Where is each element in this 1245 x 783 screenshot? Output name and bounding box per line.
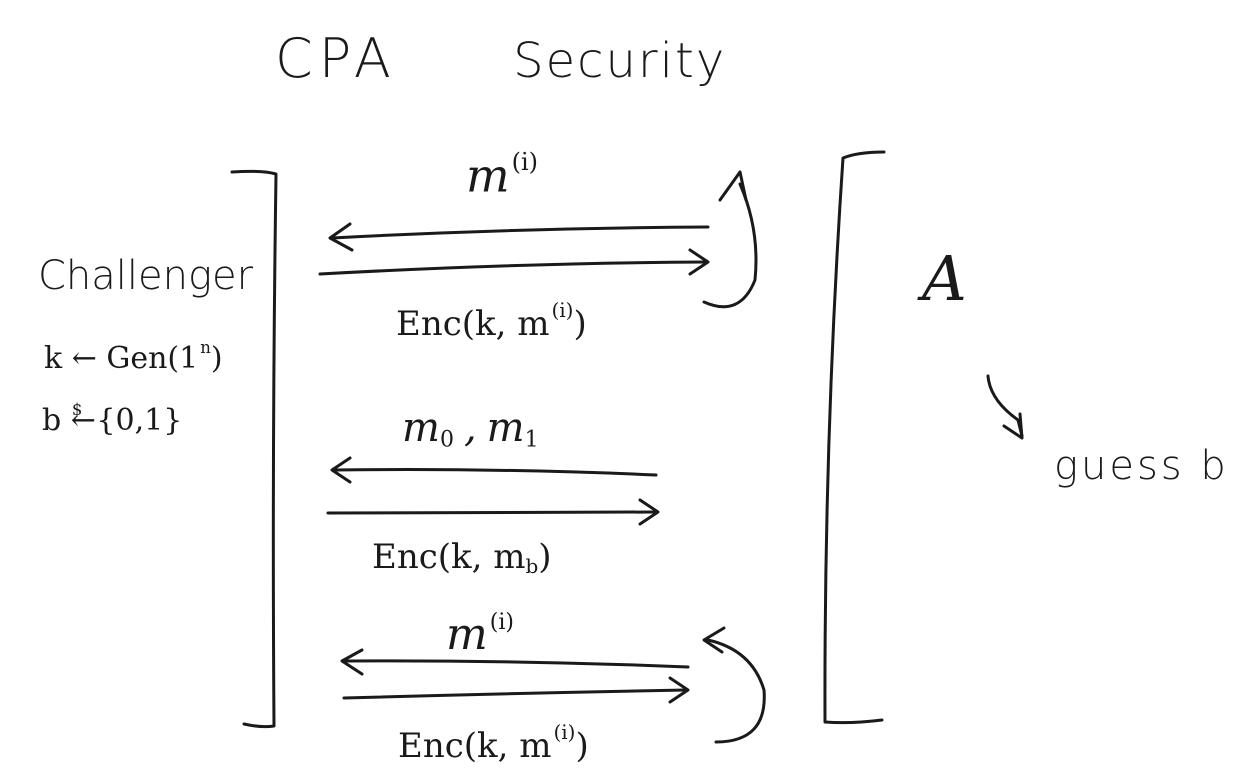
phase1-response-arrow [318,248,710,276]
challenge-query-arrow [330,456,658,484]
page-title: CPA Security [275,32,726,86]
challenger-bit-sample: b ←${0,1} [42,400,183,438]
phase2-loop-arrow [702,626,766,744]
phase1-query-arrow [328,222,710,252]
challenge-query-label: m0,m1 [402,405,539,453]
challenger-bracket [230,169,278,729]
adversary-symbol: A [922,242,967,315]
phase2-response-arrow [342,676,690,704]
phase2-query-arrow [340,648,690,676]
adversary-guess-arrow [986,374,1024,440]
phase2-query-label: m(i) [446,608,514,660]
phase1-loop-arrow [702,170,758,309]
phase1-response-label: Enc(k, m(i)) [396,298,587,344]
challenge-response-arrow [326,498,660,526]
challenge-response-label: Enc(k, mb) [372,537,552,578]
phase2-response-label: Enc(k, m(i)) [398,720,589,766]
title-right: Security [513,33,727,89]
adversary-guess: guess b [1054,443,1229,489]
challenger-label: Challenger [38,253,254,299]
phase1-query-label: m(i) [466,148,539,203]
title-left: CPA [275,27,397,90]
adversary-bracket [823,150,886,725]
